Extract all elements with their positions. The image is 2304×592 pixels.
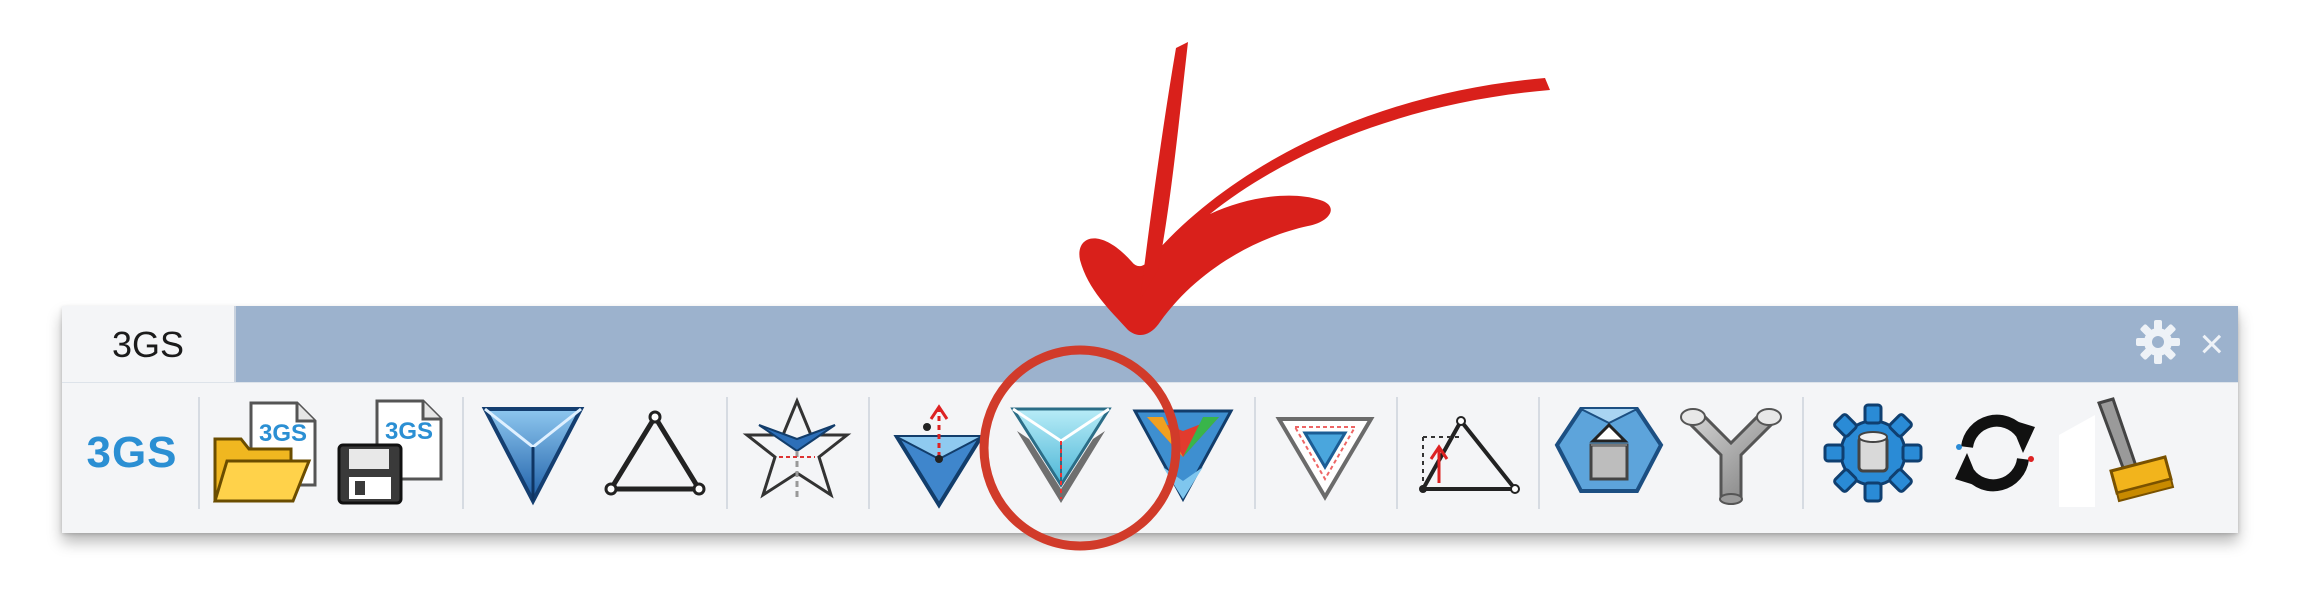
3gs-logo-label: 3GS [86,428,178,477]
red-arrow-annotation [1079,42,1550,336]
colored-overlap-icon [1132,409,1234,503]
tab-3gs[interactable]: 3GS [62,306,236,384]
star-mesh-icon [742,397,852,499]
force-diagram-button[interactable] [1000,391,1122,515]
clear-button[interactable] [2056,391,2178,515]
polyhedron-icon [1554,407,1664,493]
tab-label: 3GS [111,324,185,365]
gear-icon[interactable] [2135,319,2181,370]
broom-icon [2059,397,2175,507]
colored-overlap-button[interactable] [1122,391,1244,515]
close-icon[interactable]: × [2199,320,2224,367]
refresh-arrows-icon [1955,414,2035,492]
star-mesh-button[interactable] [736,391,858,515]
dimension-triangle-button[interactable] [1406,391,1528,515]
tab-actions: × [2135,319,2224,370]
toolbar-separator [1254,397,1256,509]
dimension-triangle-icon [1419,416,1520,494]
form-diagram-button[interactable] [472,391,594,515]
refresh-button[interactable] [1934,391,2056,515]
open-3gs-file-button[interactable]: 3GS [208,391,330,515]
save-3gs-file-button[interactable]: 3GS [330,391,452,515]
toolbar: 3GS 3GS 3GS [62,382,2238,533]
toolbar-separator [1538,397,1540,509]
toolbar-separator [198,397,200,509]
blue-gear-icon [1823,403,1923,503]
open-file-badge: 3GS [259,420,307,447]
nested-triangle-icon [1275,417,1375,501]
y-node-icon [1680,408,1782,505]
toolbar-separator [868,397,870,509]
blue-triangle-icon [481,407,585,506]
outline-triangle-button[interactable] [594,391,716,515]
outline-triangle-icon [604,410,706,496]
y-node-button[interactable] [1670,391,1792,515]
toolbar-separator [462,397,464,509]
cyan-triangle-icon [1010,407,1112,503]
save-file-badge: 3GS [385,418,433,445]
support-triangle-icon [893,404,985,509]
floppy-save-3gs-icon: 3GS [337,399,443,505]
3gs-toolbar-panel: 3GS [62,306,2238,533]
polyhedron-button[interactable] [1548,391,1670,515]
settings-gear-button[interactable] [1812,391,1934,515]
toolbar-separator [1802,397,1804,509]
toolbar-separator [726,397,728,509]
support-triangle-button[interactable] [878,391,1000,515]
nested-triangle-button[interactable] [1264,391,1386,515]
3gs-logo-button[interactable]: 3GS [70,391,194,515]
toolbar-separator [1396,397,1398,509]
folder-open-3gs-icon: 3GS [212,401,317,503]
tab-strip: 3GS [62,306,2238,384]
